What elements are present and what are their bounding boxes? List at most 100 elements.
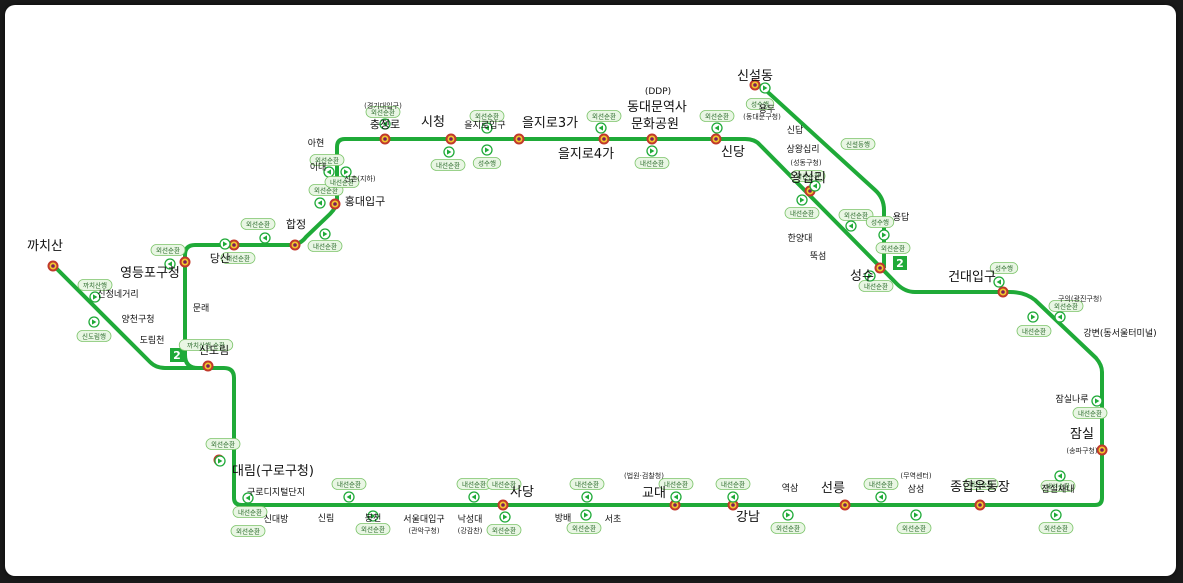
transfer-marker-ddp[interactable] [646,133,658,145]
station-label-jamsilnaru[interactable]: 잠실나루 [1055,394,1088,405]
station-label-sangwangsimni[interactable]: 상왕십리 [786,144,819,155]
station-label-wangsimni_sub[interactable]: (성동구청) [790,158,821,167]
transfer-marker-gyodae[interactable] [669,499,681,511]
station-label-ddp[interactable]: 동대문역사 [627,100,687,115]
direction-tag-outer: 외선순환 [770,522,806,534]
station-label-sillim[interactable]: 신림 [318,512,335,524]
transfer-marker-hapjeong[interactable] [289,239,301,251]
station-label-guui[interactable]: 구의(광진구청) [1058,294,1102,303]
station-label-sadang[interactable]: 사당 [510,485,534,500]
station-markers [47,79,1108,511]
station-label-sinseoldong[interactable]: 신설동 [737,69,773,84]
station-label-yongdap[interactable]: 용답 [893,211,910,223]
arrow-right-icon [1050,509,1062,521]
transfer-marker-euljiro3[interactable] [513,133,525,145]
station-label-sindap[interactable]: 신답 [787,124,804,136]
station-label-hapjeong[interactable]: 합정 [286,218,306,231]
svg-text:외선순환: 외선순환 [592,111,616,120]
station-label-euljiro1[interactable]: 을지로입구 [464,119,505,131]
station-label-gangnam[interactable]: 강남 [736,510,760,525]
arrow-left-icon [314,197,326,209]
line-2-kkachisan-branch [51,263,200,370]
direction-tag-outer: 외선순환 [1038,522,1074,534]
station-label-dorimcheon[interactable]: 도림천 [140,334,165,346]
station-label-hanyang[interactable]: 한양대 [788,233,813,244]
direction-tag-inner: 내선순환 [220,252,256,264]
transfer-marker-hongdae[interactable] [329,198,341,210]
transfer-marker-sadang[interactable] [497,499,509,511]
station-label-nakseongdae[interactable]: 낙성대 [458,514,483,525]
station-label-ewha[interactable]: 이대 [310,162,327,173]
station-label-yangcheon[interactable]: 양천구청 [121,314,154,325]
station-label-euljiro4[interactable]: 을지로4가 [558,147,614,162]
transfer-marker-cityhall[interactable] [445,133,457,145]
station-label-cityhall[interactable]: 시청 [421,115,445,130]
station-label-bongcheon[interactable]: 봉천 [365,513,382,524]
transfer-marker-sports[interactable] [974,499,986,511]
arrow-right-icon [1091,395,1103,407]
station-label-daerim[interactable]: 대림(구로구청) [232,464,314,479]
station-label-konkuk[interactable]: 건대입구 [948,270,996,285]
transfer-marker-sindorim[interactable] [202,360,214,372]
station-label-jamsil[interactable]: 잠실 [1070,427,1094,442]
transfer-marker-sinseoldong[interactable] [749,79,761,91]
station-label-jamsil_sub[interactable]: (송파구청) [1066,446,1097,455]
station-label-euljiro3[interactable]: 을지로3가 [522,116,578,131]
station-label-jamsilsaenae[interactable]: 잠실새내 [1041,484,1074,495]
station-label-yeongdeungpo[interactable]: 영등포구청 [120,266,180,281]
station-label-chungjeongno[interactable]: 충정로 [370,118,400,131]
station-label-kkachisan[interactable]: 까치산 [27,239,63,254]
station-label-snu_sub[interactable]: (관악구청) [408,526,439,535]
transfer-marker-jamsil[interactable] [1096,444,1108,456]
station-label-sinjeongnegeori[interactable]: 신정네거리 [97,289,138,300]
transfer-marker-dangsan[interactable] [228,239,240,251]
transfer-marker-seolleung[interactable] [839,499,851,511]
station-label-seongsu[interactable]: 성수 [850,269,874,284]
station-label-chungjeongno_sub[interactable]: (경기대입구) [364,101,402,110]
station-label-gyodae_sub[interactable]: (법원·검찰청) [624,471,664,480]
station-label-sindaebang[interactable]: 신대방 [264,514,289,525]
station-label-ddp2[interactable]: 문화공원 [631,117,679,132]
station-label-sports[interactable]: 종합운동장 [950,480,1010,495]
transfer-marker-chungjeongno[interactable] [379,133,391,145]
direction-tag-sinseol: 신설동행 [840,138,876,150]
station-label-hongdae[interactable]: 홍대입구 [345,194,385,208]
station-label-yongdu[interactable]: 용두 [759,104,776,115]
station-label-gangbyeon[interactable]: 강변(동서울터미널) [1083,328,1156,339]
arrow-left-icon [379,118,391,130]
arrow-left-icon [845,220,857,232]
transfer-marker-kkachisan[interactable] [47,260,59,272]
station-label-sinchon[interactable]: 신촌(지하) [344,174,375,183]
station-label-mullae[interactable]: 문래 [193,303,210,314]
station-label-samseong[interactable]: 삼성 [908,484,925,495]
svg-text:신도림행: 신도림행 [82,331,106,340]
station-label-dangsan[interactable]: 당산 [210,252,230,265]
svg-text:내선순환: 내선순환 [664,479,688,488]
transfer-marker-euljiro4[interactable] [598,133,610,145]
transfer-marker-sindang[interactable] [710,133,722,145]
station-label-samseong_sub[interactable]: (무역센터) [900,471,931,480]
station-label-ddp_sub[interactable]: (DDP) [645,87,671,97]
transfer-marker-yeongdeungpo[interactable] [179,256,191,268]
station-label-snu[interactable]: 서울대입구 [403,513,444,525]
station-label-seolleung[interactable]: 선릉 [821,481,845,496]
station-label-yeoksam[interactable]: 역삼 [782,483,799,494]
arrow-left-icon [343,491,355,503]
station-label-bangbae[interactable]: 방배 [555,513,572,524]
transfer-marker-seongsu[interactable] [874,262,886,274]
station-label-wangsimni[interactable]: 왕십리 [790,171,826,186]
transfer-marker-konkuk[interactable] [997,286,1009,298]
station-label-yongdu_sub[interactable]: (동대문구청) [743,113,781,121]
station-label-ahyeon[interactable]: 아현 [308,138,325,149]
station-label-ttukseom[interactable]: 뚝섬 [810,251,827,262]
direction-tag-inner: 내선순환 [784,207,820,219]
station-label-sindorim[interactable]: 신도림 [199,344,229,357]
station-label-gyodae[interactable]: 교대 [642,486,666,501]
station-label-guro_digital[interactable]: 구로디지털단지 [247,486,305,498]
direction-tag-outer: 외선순환 [230,525,266,537]
svg-text:외선순환: 외선순환 [211,439,235,448]
station-label-sindang[interactable]: 신당 [721,145,745,160]
station-label-nakseongdae_sub[interactable]: (강감찬) [458,526,483,535]
station-label-seocho[interactable]: 서초 [605,514,622,525]
svg-text:외선순환: 외선순환 [902,523,926,532]
